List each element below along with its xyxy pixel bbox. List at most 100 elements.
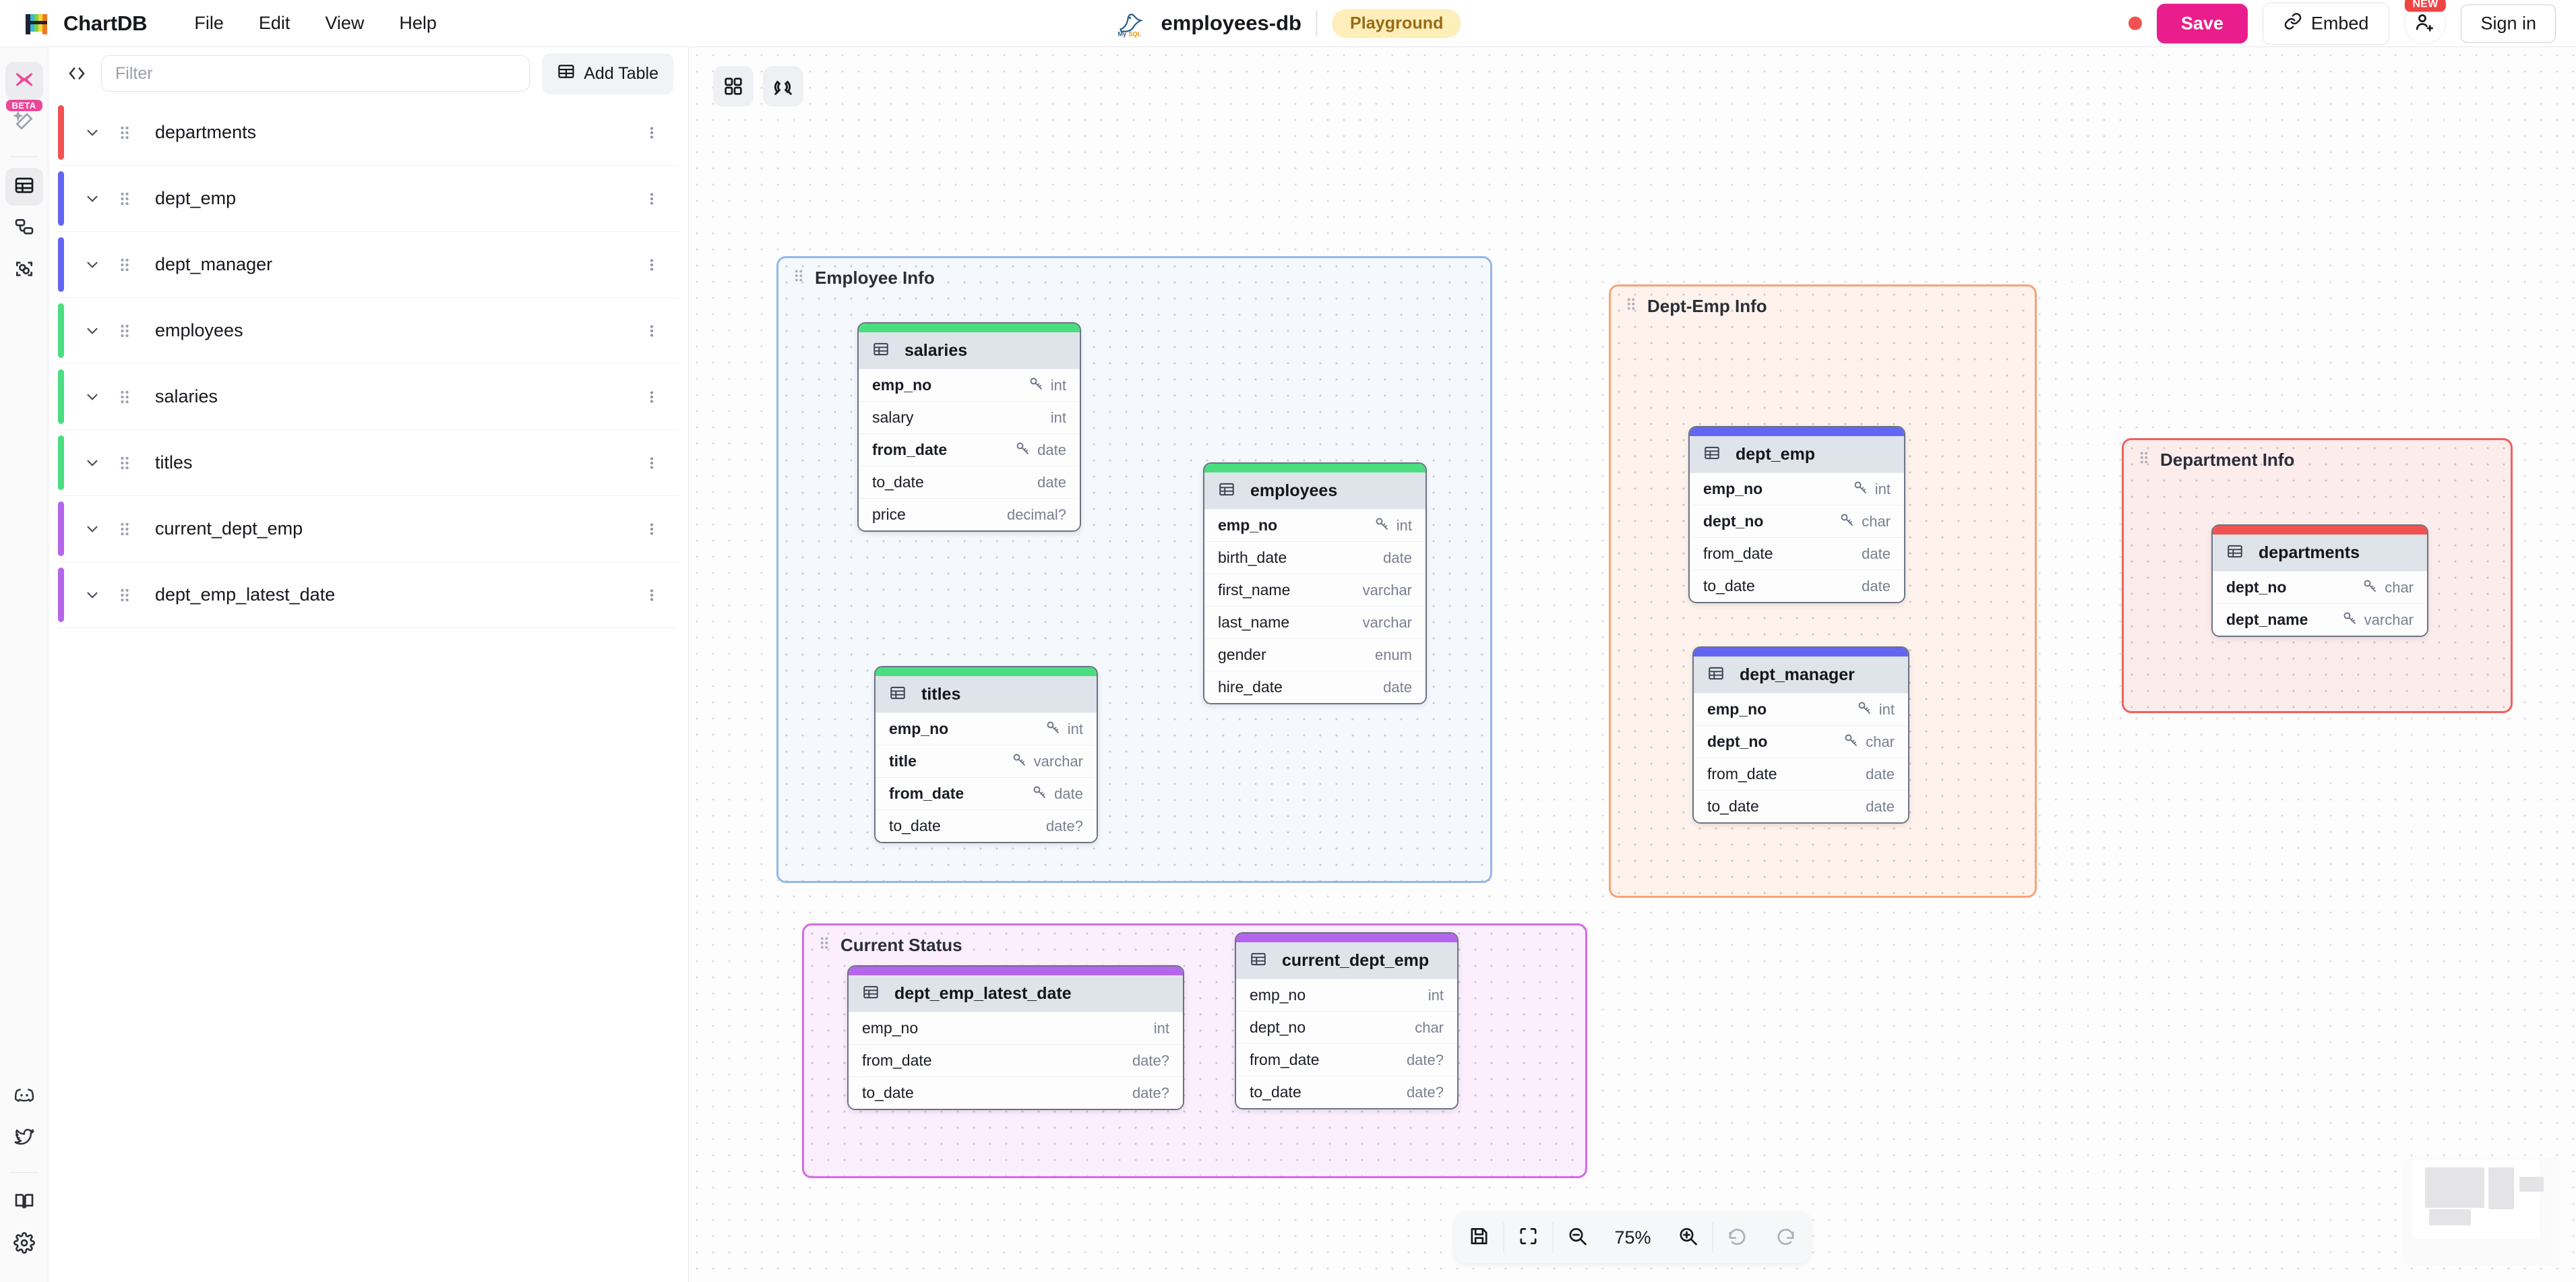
drag-handle-icon[interactable] — [818, 935, 831, 956]
add-table-button[interactable]: Add Table — [542, 53, 673, 94]
list-item[interactable]: dept_manager — [58, 232, 679, 298]
list-item[interactable]: salaries — [58, 364, 679, 430]
chevron-down-icon[interactable] — [81, 520, 104, 538]
row-more-icon[interactable] — [644, 190, 660, 208]
drag-handle-icon[interactable] — [113, 322, 136, 340]
table-header[interactable]: salaries — [859, 332, 1080, 369]
rail-item-discord[interactable] — [5, 1078, 43, 1116]
chevron-down-icon[interactable] — [81, 124, 104, 142]
chevron-down-icon[interactable] — [81, 454, 104, 472]
embed-button[interactable]: Embed — [2262, 2, 2390, 44]
table-header[interactable]: employees — [1204, 472, 1425, 509]
rail-item-twitter[interactable] — [5, 1120, 43, 1157]
collapse-panel-icon[interactable] — [65, 61, 89, 86]
list-item[interactable]: dept_emp_latest_date — [58, 562, 679, 628]
row-more-icon[interactable] — [644, 124, 660, 142]
list-item[interactable]: dept_emp — [58, 166, 679, 232]
row-more-icon[interactable] — [644, 388, 660, 406]
chevron-down-icon[interactable] — [81, 256, 104, 274]
table-header[interactable]: dept_emp — [1690, 436, 1904, 472]
list-item[interactable]: departments — [58, 100, 679, 166]
drag-handle-icon[interactable] — [113, 520, 136, 538]
table-header[interactable]: titles — [876, 676, 1097, 712]
chevron-down-icon[interactable] — [81, 190, 104, 208]
layout-grid-icon[interactable] — [713, 66, 754, 106]
table-header[interactable]: dept_manager — [1694, 657, 1908, 693]
table-header[interactable]: departments — [2213, 535, 2427, 571]
rail-item-dependencies[interactable] — [5, 251, 43, 289]
drag-handle-icon[interactable] — [113, 454, 136, 472]
redo-button[interactable] — [1762, 1212, 1810, 1263]
table-header[interactable]: dept_emp_latest_date — [849, 975, 1183, 1012]
drag-handle-icon[interactable] — [2137, 450, 2151, 470]
list-item[interactable]: current_dept_emp — [58, 496, 679, 562]
rail-item-tables[interactable] — [5, 168, 43, 206]
save-button[interactable]: Save — [2156, 3, 2248, 43]
zoom-in-button[interactable] — [1664, 1212, 1713, 1263]
chevron-down-icon[interactable] — [81, 388, 104, 406]
drag-handle-icon[interactable] — [113, 190, 136, 208]
menu-help[interactable]: Help — [399, 13, 437, 33]
zoom-level-label[interactable]: 75% — [1614, 1227, 1651, 1248]
magnet-snap-icon[interactable] — [763, 66, 803, 106]
rail-item-settings[interactable] — [5, 1225, 43, 1263]
list-item[interactable]: titles — [58, 430, 679, 496]
drag-handle-icon[interactable] — [1624, 296, 1638, 317]
save-diagram-button[interactable] — [1455, 1212, 1504, 1263]
row-more-icon[interactable] — [644, 586, 660, 604]
row-more-icon[interactable] — [644, 454, 660, 472]
sign-in-button[interactable]: Sign in — [2461, 4, 2556, 42]
rail-item-relationships[interactable] — [5, 210, 43, 247]
zoom-out-button[interactable] — [1554, 1212, 1602, 1263]
rail-item-ai-magic[interactable]: BETA — [5, 100, 43, 142]
list-item[interactable]: employees — [58, 298, 679, 364]
undo-button[interactable] — [1713, 1212, 1762, 1263]
filter-input[interactable] — [101, 55, 530, 92]
chevron-down-icon[interactable] — [81, 322, 104, 340]
drag-handle-icon[interactable] — [113, 586, 136, 604]
drag-handle-icon[interactable] — [792, 268, 805, 288]
row-more-icon[interactable] — [644, 520, 660, 538]
row-more-icon[interactable] — [644, 322, 660, 340]
drag-handle-icon[interactable] — [113, 256, 136, 274]
drag-handle-icon[interactable] — [113, 388, 136, 406]
minimap[interactable] — [2403, 1158, 2560, 1266]
rail-item-diagrams[interactable] — [5, 62, 43, 100]
